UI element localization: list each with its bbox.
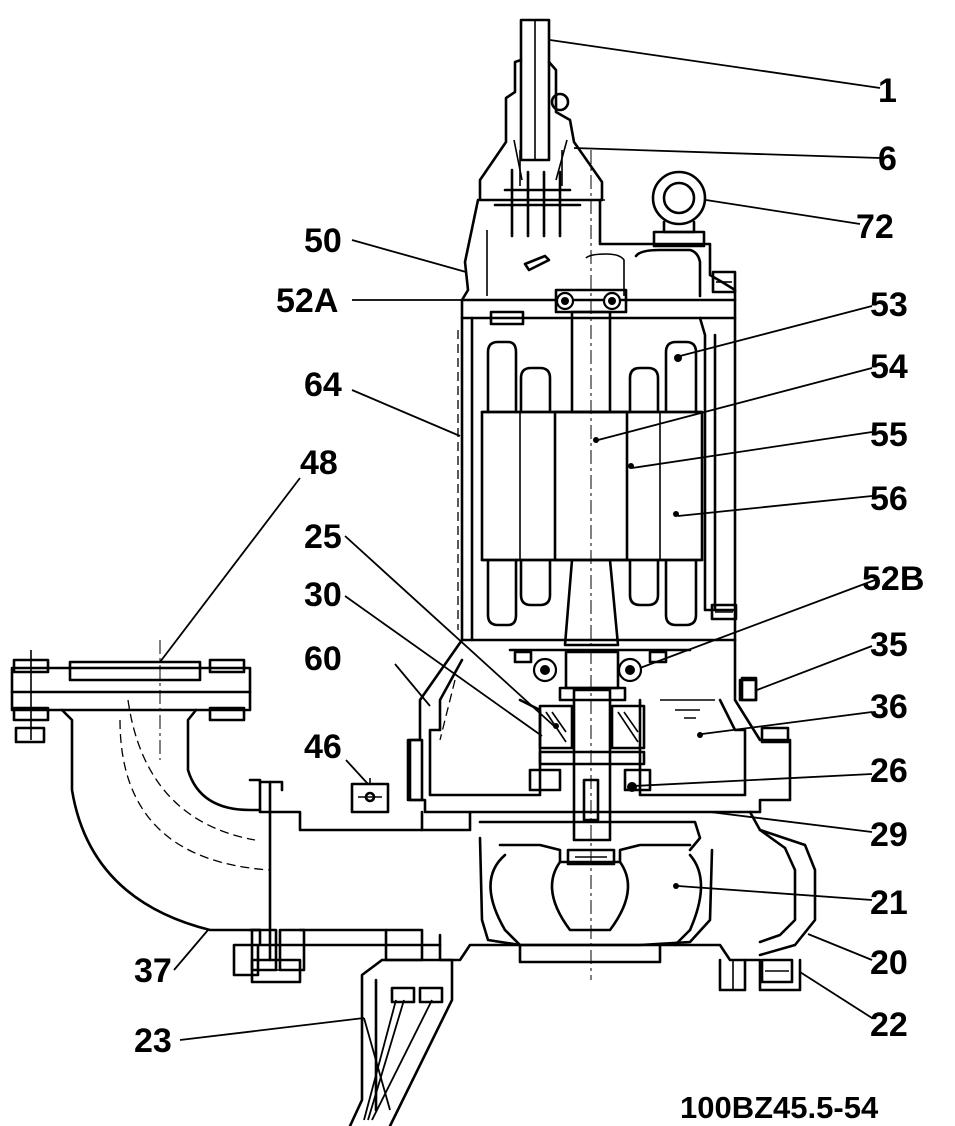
callout-37: 37 bbox=[134, 952, 172, 990]
callout-35: 35 bbox=[870, 626, 908, 664]
stator bbox=[480, 340, 704, 627]
callout-25: 25 bbox=[304, 518, 342, 556]
callout-labels: 1 6 72 50 52A 53 64 54 55 48 56 25 52B 3… bbox=[134, 72, 924, 1060]
mechanical-seal bbox=[528, 704, 652, 792]
callout-54: 54 bbox=[870, 348, 908, 386]
callout-60: 60 bbox=[304, 640, 342, 678]
callout-22: 22 bbox=[870, 1006, 908, 1044]
callout-1: 1 bbox=[878, 72, 897, 110]
leader-lines bbox=[159, 39, 881, 1121]
callout-23: 23 bbox=[134, 1022, 172, 1060]
shaft-centerline bbox=[159, 150, 592, 980]
callout-53: 53 bbox=[870, 286, 908, 324]
pump-stand bbox=[348, 958, 454, 1126]
hex-bolt bbox=[350, 778, 390, 814]
callout-56: 56 bbox=[870, 480, 908, 518]
callout-72: 72 bbox=[856, 208, 894, 246]
callout-36: 36 bbox=[870, 688, 908, 726]
lifting-eyebolt bbox=[651, 170, 707, 248]
callout-46: 46 bbox=[304, 728, 342, 766]
callout-64: 64 bbox=[304, 366, 342, 404]
lower-bearing bbox=[460, 638, 737, 702]
callout-52A: 52A bbox=[276, 282, 338, 320]
callout-21: 21 bbox=[870, 884, 908, 922]
callout-30: 30 bbox=[304, 576, 342, 614]
power-cable bbox=[519, 18, 551, 162]
callout-29: 29 bbox=[870, 816, 908, 854]
callout-6: 6 bbox=[878, 140, 897, 178]
callout-55: 55 bbox=[870, 416, 908, 454]
discharge-elbow bbox=[10, 650, 442, 984]
callout-50: 50 bbox=[304, 222, 342, 260]
pump-casing bbox=[420, 810, 817, 957]
callout-48: 48 bbox=[300, 444, 338, 482]
suction-cover bbox=[438, 933, 802, 992]
motor-frame bbox=[457, 316, 738, 642]
callout-52B: 52B bbox=[862, 560, 924, 598]
cable-gland bbox=[478, 58, 605, 238]
model-code: 100BZ45.5-54 bbox=[680, 1090, 879, 1125]
callout-20: 20 bbox=[870, 944, 908, 982]
oil-plug bbox=[740, 676, 758, 702]
shaft-rotor bbox=[553, 310, 629, 842]
callout-26: 26 bbox=[870, 752, 908, 790]
